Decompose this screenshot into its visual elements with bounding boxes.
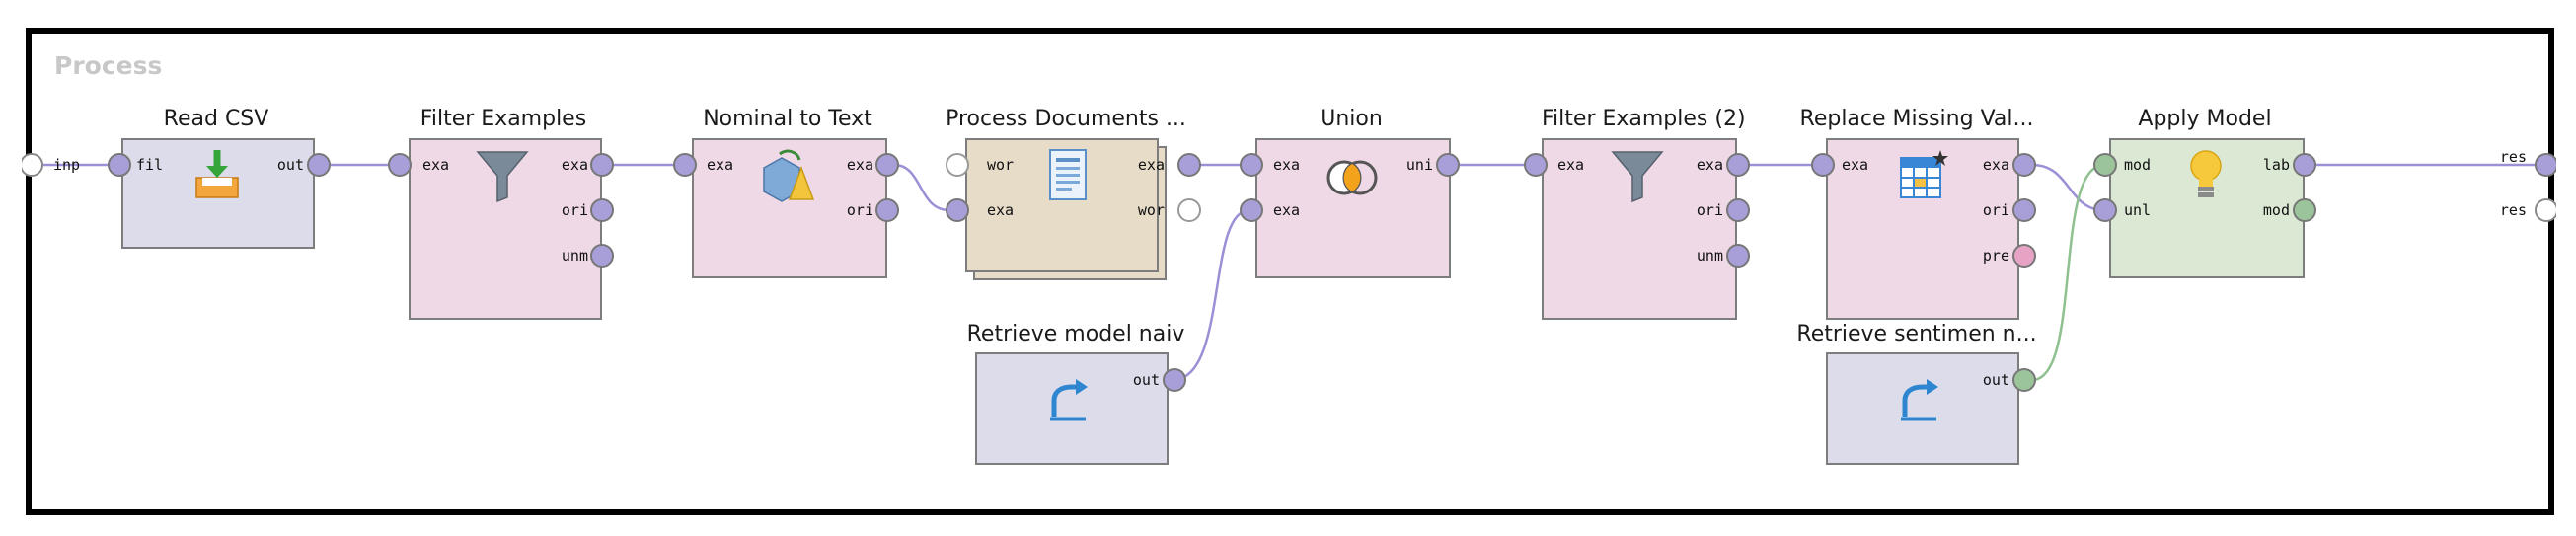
port-label: exa [1137,156,1165,174]
port-label: ori [1696,201,1723,219]
operator-retrieve-model-naiv[interactable] [975,352,1169,465]
port-out-lab[interactable] [2290,150,2319,180]
port-label: exa [1557,156,1585,174]
op-title-filter-examples: Filter Examples [419,107,587,131]
port-label: out [1132,371,1160,389]
operator-retrieve-sentiment[interactable] [1826,352,2019,465]
port-label: exa [1273,156,1301,174]
port-label: exa [1273,201,1301,219]
port-in-mod[interactable] [2090,150,2120,180]
port-out-ori[interactable] [872,195,902,225]
port-label: exa [707,156,734,174]
op-title-union: Union [1320,107,1383,131]
process-panel-title: Process [54,51,163,80]
port-label: wor [987,156,1015,174]
port-out-uni[interactable] [1433,150,1463,180]
port-label: ori [1982,201,2009,219]
retrieve-arrow-icon [1901,379,1938,421]
port-out-exa[interactable] [1174,150,1204,180]
port-label: out [276,156,304,174]
port-in-exa[interactable] [1237,150,1266,180]
retrieve-arrow-icon [1050,379,1088,421]
port-label: exa [422,156,450,174]
port-label: exa [987,201,1015,219]
port-label: unm [1696,247,1723,265]
port-label: unl [2124,201,2152,219]
process-output-port-res[interactable] [2527,195,2556,225]
process-input-port[interactable] [22,150,51,180]
port-label: exa [1696,156,1723,174]
download-icon [195,150,239,198]
port-out-exa[interactable] [1723,150,1753,180]
convert-icon [763,149,815,202]
port-in-exa[interactable] [1237,195,1266,225]
port-out-unm[interactable] [587,241,617,270]
port-out-unm[interactable] [1723,241,1753,270]
operator-union[interactable] [1255,138,1451,278]
port-out-mod[interactable] [2290,195,2319,225]
port-label: out [1982,371,2009,389]
port-label: unm [561,247,588,265]
port-out-ori[interactable] [1723,195,1753,225]
op-title-retrieve-sentiment: Retrieve sentimen n... [1796,322,2037,346]
port-in-exa[interactable] [1808,150,1838,180]
port-label: mod [2262,201,2290,219]
port-in-fil[interactable] [105,150,134,180]
port-label: wor [1137,201,1165,219]
port-label: inp [53,156,81,174]
port-in-exa[interactable] [670,150,700,180]
port-out-exa[interactable] [587,150,617,180]
port-out-ori[interactable] [2009,195,2039,225]
op-title-apply-model: Apply Model [2138,107,2272,131]
port-label: uni [1405,156,1433,174]
op-title-read-csv: Read CSV [163,107,269,131]
process-output-port-res[interactable] [2527,150,2556,180]
port-label: res [2499,201,2527,219]
lightbulb-icon [2190,150,2222,197]
port-label: pre [1982,247,2009,265]
op-title-process-documents: Process Documents ... [946,107,1186,131]
port-out-out[interactable] [304,150,334,180]
op-title-replace-missing: Replace Missing Val... [1799,107,2034,131]
port-out-exa[interactable] [2009,150,2039,180]
port-label: ori [561,201,588,219]
port-label: lab [2262,156,2290,174]
document-icon [1049,149,1087,200]
op-title-filter-examples-2: Filter Examples (2) [1542,107,1746,131]
venn-icon [1326,160,1378,195]
port-label: exa [1982,156,2009,174]
port-label: fil [136,156,164,174]
port-in-exa[interactable] [1521,150,1551,180]
port-out-exa[interactable] [872,150,902,180]
port-label: ori [846,201,873,219]
port-in-exa[interactable] [385,150,415,180]
port-out-ori[interactable] [587,195,617,225]
port-in-exa[interactable] [943,195,972,225]
funnel-icon [476,151,529,203]
port-out-wor[interactable] [1174,195,1204,225]
port-in-unl[interactable] [2090,195,2120,225]
port-out-out[interactable] [1160,365,1189,395]
port-label: mod [2124,156,2152,174]
port-label: exa [1842,156,1869,174]
funnel-icon [1611,151,1664,203]
op-title-retrieve-model-naiv: Retrieve model naiv [966,322,1185,346]
port-label: res [2499,148,2527,166]
op-title-nominal-to-text: Nominal to Text [703,107,872,131]
port-label: exa [846,156,873,174]
port-label: exa [561,156,588,174]
port-in-wor[interactable] [943,150,972,180]
port-out-out[interactable] [2009,365,2039,395]
table-icon [1900,150,1948,198]
port-out-pre[interactable] [2009,241,2039,270]
